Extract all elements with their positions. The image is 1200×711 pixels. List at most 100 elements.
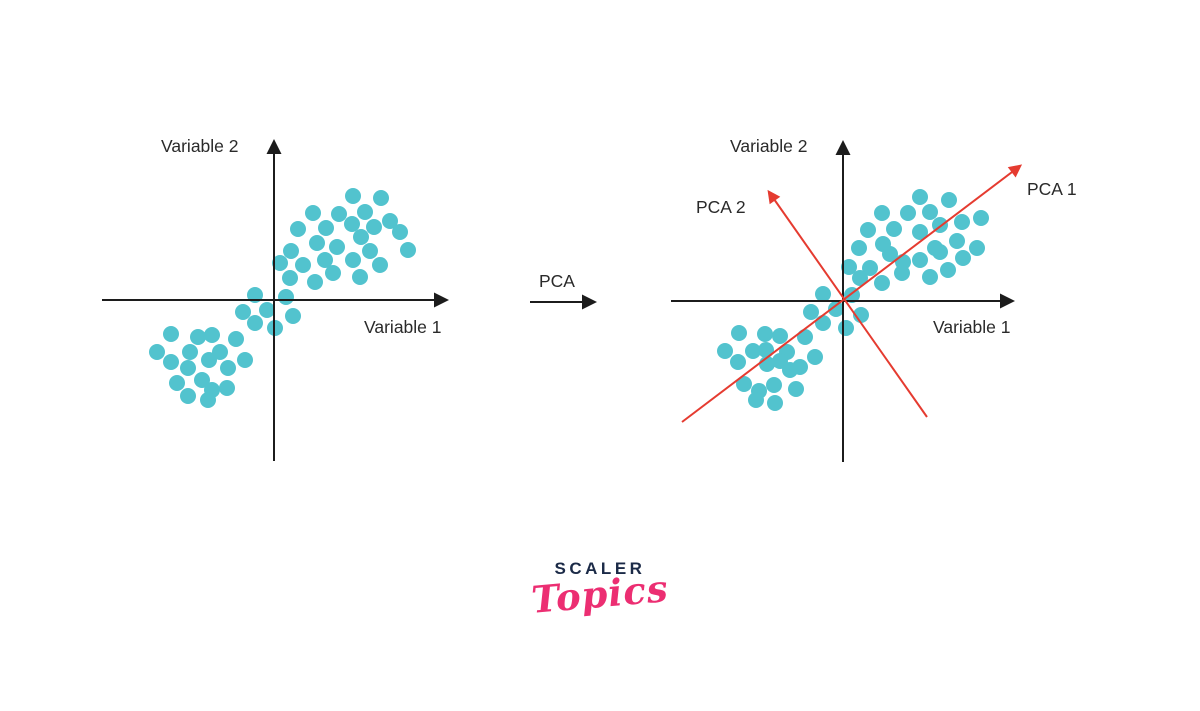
scatter-dot — [874, 275, 890, 291]
scatter-dot — [247, 315, 263, 331]
scatter-dot — [922, 204, 938, 220]
scatter-dot — [219, 380, 235, 396]
scatter-dot — [860, 222, 876, 238]
scatter-dot — [838, 320, 854, 336]
scatter-dot — [748, 392, 764, 408]
scatter-dot — [757, 326, 773, 342]
scatter-dot — [973, 210, 989, 226]
scatter-dot — [373, 190, 389, 206]
right-plot-y-axis-label: Variable 2 — [730, 136, 808, 156]
scatter-dot — [969, 240, 985, 256]
scatter-dot — [212, 344, 228, 360]
scatter-dot — [372, 257, 388, 273]
scatter-dot — [731, 325, 747, 341]
logo-wordmark-scaler: SCALER — [554, 559, 646, 578]
scatter-dot — [357, 204, 373, 220]
scatter-dot — [912, 252, 928, 268]
scatter-dot — [912, 189, 928, 205]
transform-arrow-label: PCA — [539, 271, 575, 291]
scatter-dot — [766, 377, 782, 393]
scatter-dot — [815, 286, 831, 302]
scatter-dot — [317, 252, 333, 268]
scatter-dot — [828, 301, 844, 317]
scatter-dot — [201, 352, 217, 368]
scaler-topics-logo: SCALER Topics — [530, 559, 671, 622]
scatter-dot — [345, 188, 361, 204]
scatter-dot — [282, 270, 298, 286]
scatter-dot — [912, 224, 928, 240]
scatter-dot — [220, 360, 236, 376]
scatter-dot — [767, 395, 783, 411]
pca1-arrow-label: PCA 1 — [1027, 179, 1077, 199]
scatter-dot — [194, 372, 210, 388]
scatter-dot — [797, 329, 813, 345]
scatter-dot — [730, 354, 746, 370]
left-plot-x-axis-label: Variable 1 — [364, 317, 442, 337]
pca-component-arrow-2 — [767, 189, 928, 418]
scatter-dot — [237, 352, 253, 368]
scatter-dot — [309, 235, 325, 251]
scatter-dot — [392, 224, 408, 240]
scatter-dot — [382, 213, 398, 229]
scatter-dot — [362, 243, 378, 259]
scatter-dot — [169, 375, 185, 391]
scatter-dot — [204, 327, 220, 343]
pca-component-arrow-1 — [681, 164, 1023, 423]
scatter-dot — [318, 220, 334, 236]
scatter-dot — [851, 240, 867, 256]
scatter-dot — [900, 205, 916, 221]
pca2-arrow-label: PCA 2 — [696, 197, 746, 217]
scatter-dot — [366, 219, 382, 235]
right-plot-x-axis-label: Variable 1 — [933, 317, 1011, 337]
scatter-dot — [940, 262, 956, 278]
scatter-dot — [190, 329, 206, 345]
scatter-dot — [803, 304, 819, 320]
scatter-dot — [745, 343, 761, 359]
scatter-dot — [807, 349, 823, 365]
scatter-dot — [329, 239, 345, 255]
scatter-dot — [344, 216, 360, 232]
scatter-dot — [259, 302, 275, 318]
scatter-dot — [758, 342, 774, 358]
scatter-dot — [352, 269, 368, 285]
scatter-dot — [353, 229, 369, 245]
scatter-dot — [345, 252, 361, 268]
scatter-dot — [290, 221, 306, 237]
scatter-dot — [235, 304, 251, 320]
scatter-dot — [717, 343, 733, 359]
scatter-dot — [862, 260, 878, 276]
scatter-dot — [782, 362, 798, 378]
scatter-dot — [922, 269, 938, 285]
scatter-dot — [272, 255, 288, 271]
scatter-dot — [278, 289, 294, 305]
scatter-dot — [305, 205, 321, 221]
scatter-dot — [955, 250, 971, 266]
scatter-dot — [949, 233, 965, 249]
scatter-dot — [874, 205, 890, 221]
scatter-dot — [182, 344, 198, 360]
scatter-dot — [295, 257, 311, 273]
scatter-dot — [307, 274, 323, 290]
scatter-dot — [163, 354, 179, 370]
scatter-dot — [852, 270, 868, 286]
scatter-dot — [331, 206, 347, 222]
scatter-dot — [228, 331, 244, 347]
scatter-dot — [736, 376, 752, 392]
scatter-dot — [400, 242, 416, 258]
scatter-dot — [788, 381, 804, 397]
scatter-dot — [285, 308, 301, 324]
scatter-dot — [180, 360, 196, 376]
scatter-dot — [163, 326, 179, 342]
scatter-dot — [200, 392, 216, 408]
scatter-dot — [932, 244, 948, 260]
scatter-dot — [815, 315, 831, 331]
scatter-dot — [772, 328, 788, 344]
scatter-dot — [882, 246, 898, 262]
scatter-dot — [841, 259, 857, 275]
scatter-dot — [149, 344, 165, 360]
scatter-dot — [941, 192, 957, 208]
scatter-dot — [954, 214, 970, 230]
scatter-dot — [180, 388, 196, 404]
